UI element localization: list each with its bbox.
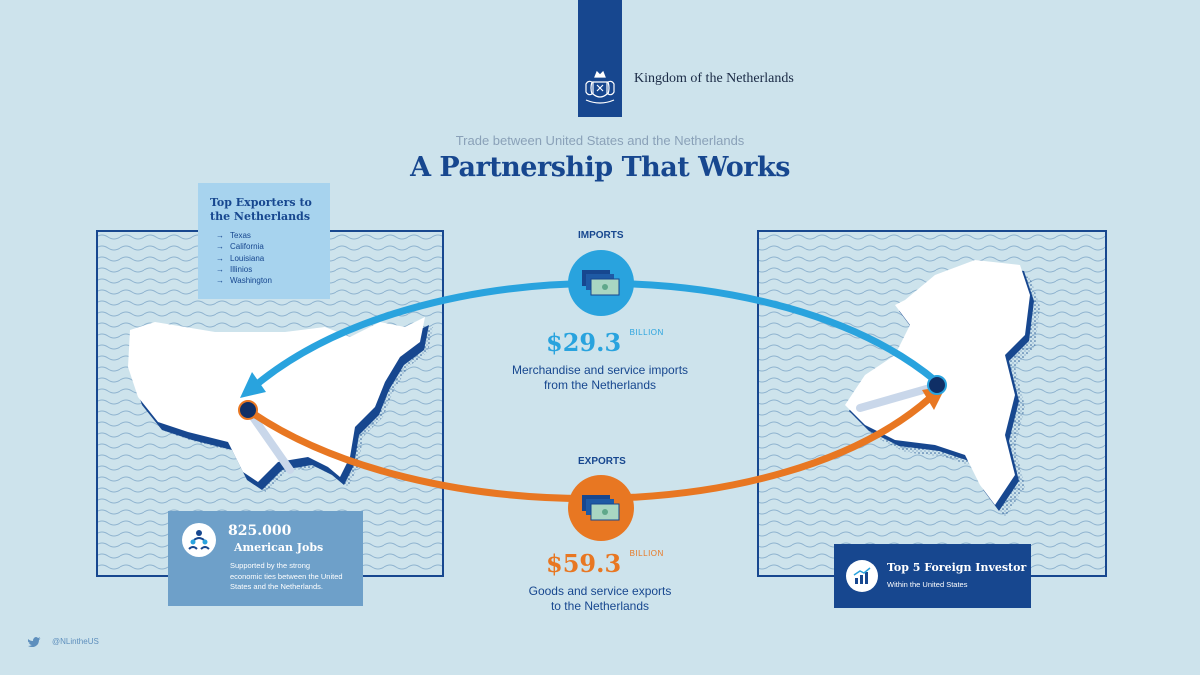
imports-description: Merchandise and service imports from the… (500, 363, 700, 393)
investor-title: Top 5 Foreign Investor (887, 561, 1027, 574)
top-exporters-list: →Texas →California →Louisiana →Illinios … (216, 230, 272, 286)
exports-desc-line1: Goods and service exports (528, 584, 672, 598)
brand-bar (578, 0, 622, 117)
state-name: Louisiana (230, 253, 265, 263)
list-item: →Illinios (216, 264, 253, 274)
state-name: Washington (230, 276, 272, 286)
twitter-icon[interactable] (28, 636, 42, 647)
state-name: Texas (230, 231, 251, 240)
list-item: →Washington (216, 276, 272, 286)
top-exporters-title-line1: Top Exporters to (210, 196, 312, 209)
exports-unit: BILLION (629, 549, 664, 558)
jobs-label: American Jobs (234, 541, 324, 554)
list-item: →Louisiana (216, 253, 265, 263)
growth-chart-icon (846, 560, 878, 592)
exports-label: EXPORTS (578, 456, 626, 467)
exports-money-icon (568, 475, 634, 541)
brand-name: Kingdom of the Netherlands (634, 71, 794, 86)
imports-label: IMPORTS (578, 230, 624, 241)
coat-of-arms-icon (585, 70, 615, 104)
imports-amount: $29.3 (546, 328, 622, 357)
imports-arrowhead (240, 372, 266, 398)
exports-description: Goods and service exports to the Netherl… (500, 584, 700, 614)
nl-endpoint (927, 375, 947, 395)
jobs-description: Supported by the strong economic ties be… (230, 561, 343, 593)
jobs-desc-line1: Supported by the strong (230, 561, 311, 570)
imports-money-icon (568, 250, 634, 316)
state-name: Illinios (230, 264, 253, 274)
exports-amount-group: $59.3 BILLION (546, 549, 663, 578)
jobs-desc-line3: States and the Netherlands. (230, 582, 323, 591)
twitter-handle[interactable]: @NLintheUS (52, 637, 99, 646)
list-item: →Texas (216, 231, 251, 240)
page-title: A Partnership That Works (410, 152, 790, 183)
page-subtitle: Trade between United States and the Neth… (455, 133, 745, 148)
imports-desc-line2: from the Netherlands (543, 378, 657, 392)
top-exporters-title: Top Exporters to the Netherlands (210, 196, 312, 224)
top-exporters-card: Top Exporters to the Netherlands →Texas … (198, 183, 330, 299)
imports-unit: BILLION (629, 328, 664, 337)
investor-subtitle: Within the United States (887, 580, 968, 589)
exports-amount: $59.3 (546, 549, 622, 578)
usa-endpoint (238, 400, 258, 420)
jobs-number: 825.000 (228, 523, 292, 539)
exports-desc-line2: to the Netherlands (550, 599, 650, 613)
investor-card: Top 5 Foreign Investor Within the United… (834, 544, 1031, 608)
imports-amount-group: $29.3 BILLION (546, 328, 663, 357)
people-icon (182, 523, 216, 557)
imports-desc-line1: Merchandise and service imports (511, 363, 689, 377)
top-exporters-title-line2: the Netherlands (210, 210, 311, 223)
jobs-card: 825.000 American Jobs Supported by the s… (168, 511, 363, 606)
jobs-desc-line2: economic ties between the United (230, 571, 343, 581)
state-name: California (230, 242, 264, 252)
list-item: →California (216, 242, 264, 252)
